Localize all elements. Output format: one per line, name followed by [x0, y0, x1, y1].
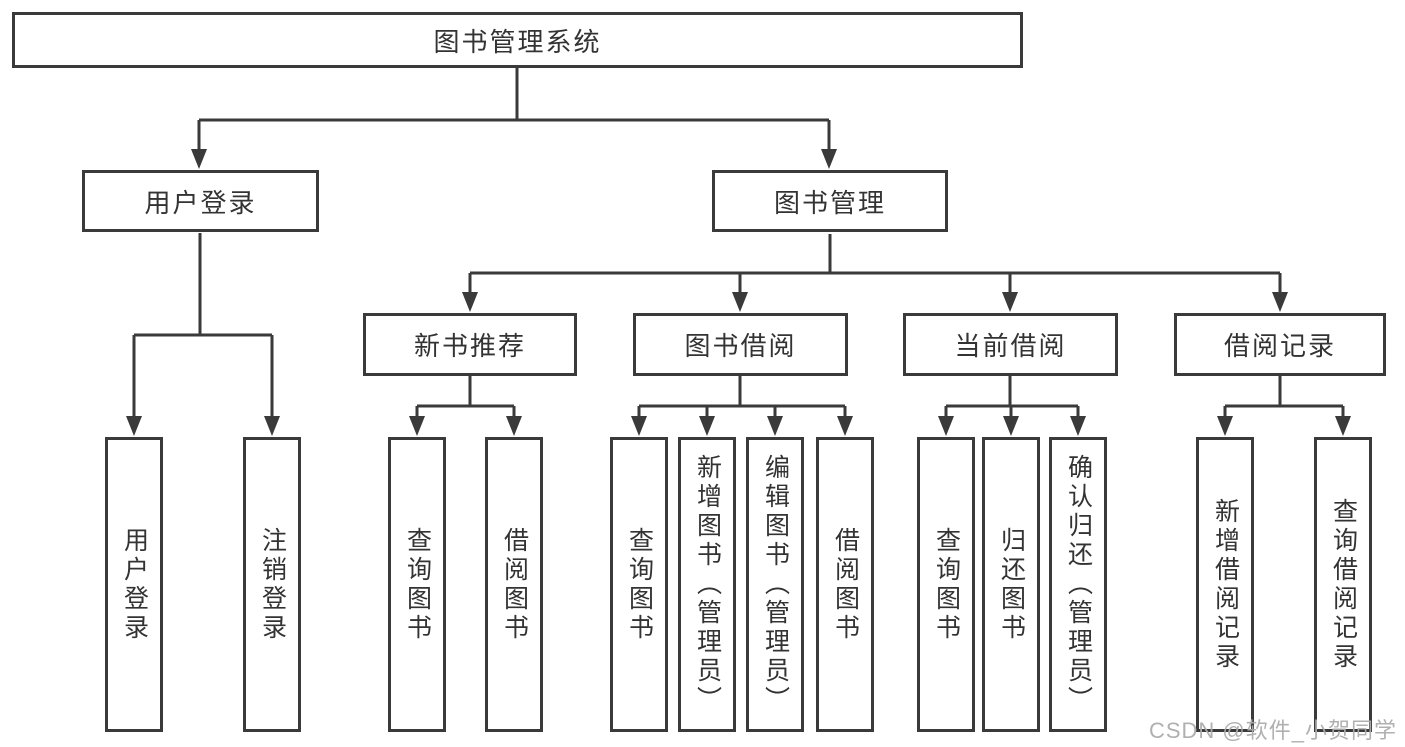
- arrowhead: [938, 416, 954, 436]
- arrowhead: [191, 149, 207, 169]
- leaf-label: 查询图书: [932, 526, 961, 643]
- arrowhead: [409, 416, 425, 436]
- node-book-management-system: 图书管理系统: [12, 12, 1023, 68]
- node-current-borrowing: 当前借阅: [903, 313, 1118, 376]
- node-book-borrowing: 图书借阅: [633, 313, 848, 376]
- node-borrowing-records: 借阅记录: [1174, 313, 1386, 376]
- node-label: 新书推荐: [413, 331, 526, 361]
- leaf-borrow-books-borrowing: 借阅图书: [816, 437, 874, 732]
- leaf-label: 新增借阅记录: [1211, 497, 1240, 672]
- arrowhead: [126, 416, 142, 436]
- leaf-label: 确认归还（管理员）: [1064, 454, 1093, 715]
- arrowhead: [631, 416, 647, 436]
- arrowhead: [506, 416, 522, 436]
- arrowhead: [699, 416, 715, 436]
- leaf-borrow-books-recommend: 借阅图书: [485, 437, 543, 732]
- leaf-confirm-return-admin: 确认归还（管理员）: [1049, 437, 1107, 732]
- arrowhead: [1003, 416, 1019, 436]
- leaf-query-books-current: 查询图书: [917, 437, 975, 732]
- leaf-label: 借阅图书: [831, 526, 860, 643]
- arrowhead: [821, 149, 837, 169]
- arrowhead: [767, 416, 783, 436]
- leaf-query-books-recommend: 查询图书: [388, 437, 446, 732]
- node-label: 用户登录: [144, 187, 257, 218]
- node-label: 当前借阅: [954, 331, 1067, 361]
- watermark-text: CSDN @软件_小贺同学: [1148, 718, 1397, 743]
- node-label: 图书管理: [773, 187, 886, 218]
- leaf-label: 查询图书: [625, 526, 654, 643]
- leaf-query-borrow-record: 查询借阅记录: [1314, 437, 1372, 732]
- leaf-user-login: 用户登录: [105, 437, 163, 732]
- arrowhead: [462, 292, 478, 312]
- node-label: 图书管理系统: [433, 26, 602, 57]
- leaf-label: 查询借阅记录: [1329, 497, 1358, 672]
- leaf-label: 用户登录: [120, 526, 149, 643]
- node-user-login: 用户登录: [82, 170, 319, 232]
- leaf-return-books: 归还图书: [982, 437, 1040, 732]
- leaf-label: 注销登录: [258, 526, 287, 643]
- leaf-edit-book-admin: 编辑图书（管理员）: [746, 437, 804, 732]
- leaf-logout: 注销登录: [243, 437, 301, 732]
- leaf-label: 编辑图书（管理员）: [761, 454, 790, 715]
- node-label: 图书借阅: [684, 331, 797, 361]
- leaf-label: 新增图书（管理员）: [693, 454, 722, 715]
- leaf-label: 归还图书: [997, 526, 1026, 643]
- leaf-add-book-admin: 新增图书（管理员）: [678, 437, 736, 732]
- node-label: 借阅记录: [1223, 331, 1336, 361]
- arrowhead: [1335, 416, 1351, 436]
- arrowhead: [1272, 292, 1288, 312]
- leaf-label: 查询图书: [403, 526, 432, 643]
- node-book-management: 图书管理: [712, 170, 948, 232]
- leaf-query-books-borrowing: 查询图书: [610, 437, 668, 732]
- arrowhead: [1217, 416, 1233, 436]
- arrowhead: [264, 416, 280, 436]
- leaf-add-borrow-record: 新增借阅记录: [1196, 437, 1254, 732]
- arrowhead: [837, 416, 853, 436]
- arrowhead: [732, 292, 748, 312]
- arrowhead: [1070, 416, 1086, 436]
- arrowhead: [1002, 292, 1018, 312]
- leaf-label: 借阅图书: [500, 526, 529, 643]
- node-new-book-recommend: 新书推荐: [363, 313, 577, 376]
